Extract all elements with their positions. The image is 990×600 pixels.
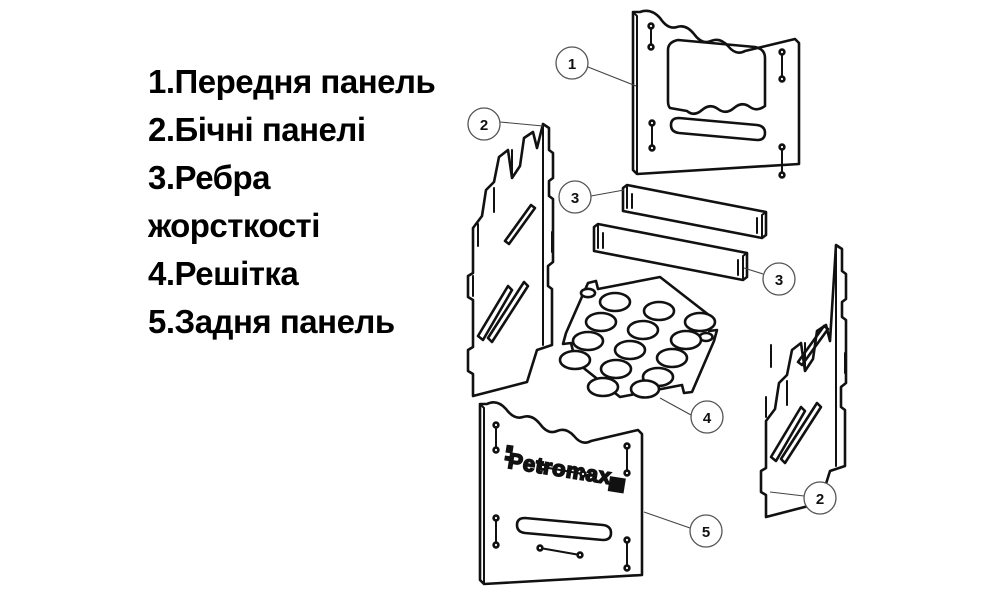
back-panel-pin-lower <box>536 544 584 559</box>
legend-line-2: 2.Бічні панелі <box>148 111 366 148</box>
legend-line-1: 1.Передня панель <box>148 63 436 100</box>
back-panel: Petromax <box>478 401 644 586</box>
front-panel-pin-slot-top-right <box>778 48 786 83</box>
back-panel-pin-slot-bottom-right <box>623 536 631 572</box>
callout-2-left[interactable]: 2 <box>467 107 501 141</box>
back-panel-pin-slot-top-right <box>623 442 631 477</box>
back-panel-pin-upper <box>539 463 587 478</box>
legend-line-3: 3.Ребра <box>148 159 271 196</box>
front-panel-pin-slot-bottom-right <box>778 143 786 179</box>
callout-3-upper-number: 3 <box>571 190 579 207</box>
legend-line-6: 5.Задня панель <box>148 303 395 340</box>
legend-line-5: 4.Решітка <box>148 255 299 292</box>
parts-legend: 1.Передня панель 2.Бічні панелі 3.Ребра … <box>148 58 478 346</box>
front-panel <box>631 9 801 179</box>
grate <box>558 275 719 399</box>
callout-4[interactable]: 4 <box>690 400 724 434</box>
callout-2-right-number: 2 <box>816 491 824 508</box>
legend-line-4: жорсткості <box>148 207 320 244</box>
front-panel-pin-slot-top-left <box>647 22 655 51</box>
rib-lower <box>592 222 749 282</box>
grate-hole-group <box>558 291 717 399</box>
callout-4-number: 4 <box>703 410 712 427</box>
callout-2-right[interactable]: 2 <box>803 481 837 515</box>
rib-upper <box>621 183 768 240</box>
side-panel-right <box>759 243 848 519</box>
callout-1-number: 1 <box>568 56 576 73</box>
callout-3-upper[interactable]: 3 <box>558 180 592 214</box>
callout-2-left-number: 2 <box>480 117 488 134</box>
side-panel-left <box>466 122 555 398</box>
front-panel-pin-slot-bottom-left <box>648 119 656 152</box>
callout-leader-lines <box>499 66 805 529</box>
callout-1[interactable]: 1 <box>555 46 589 80</box>
callout-5-number: 5 <box>702 524 710 541</box>
back-panel-pin-slot-top-left <box>492 421 500 454</box>
back-panel-pin-slot-bottom-left <box>492 514 500 549</box>
callout-3-lower-number: 3 <box>775 272 783 289</box>
callout-5[interactable]: 5 <box>689 514 723 548</box>
callout-3-lower[interactable]: 3 <box>762 262 796 296</box>
